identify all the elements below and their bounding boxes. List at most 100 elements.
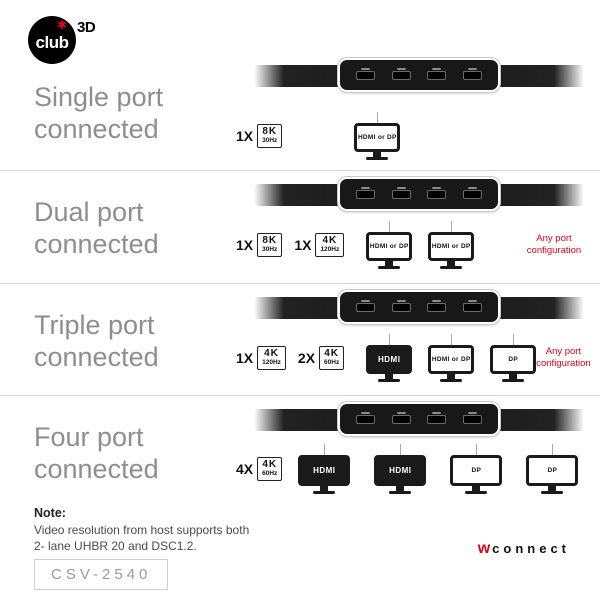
monitor-icon: HDMI	[374, 444, 427, 494]
logo-circle: ✱ club	[28, 16, 76, 64]
dock-port-icon	[391, 186, 411, 199]
resolution-badges: 4X 4K 60Hz	[236, 457, 283, 481]
wconnect-w-icon: w	[477, 540, 491, 557]
monitor-icon: DP	[526, 444, 579, 494]
monitor-icon: DP	[490, 334, 537, 382]
section-single-port: Single port connected 1X 8K 30Hz	[0, 0, 600, 170]
dock-port-highlight	[338, 290, 500, 324]
badge-count: 1X	[236, 237, 254, 253]
dock-port-icon	[391, 67, 411, 80]
monitor-stand	[447, 261, 456, 266]
dock-port-icon	[391, 299, 411, 312]
monitor-icon: HDMI or DP	[428, 221, 475, 269]
dock-port-icon	[427, 411, 447, 424]
monitor-icon: HDMI	[298, 444, 351, 494]
resolution-box: 4K 60Hz	[319, 346, 345, 370]
dock-graphic	[254, 58, 584, 94]
resolution-box: 4K 120Hz	[315, 233, 345, 257]
badge-count: 1X	[236, 350, 254, 366]
dock-port-icon	[391, 411, 411, 424]
refresh-rate-label: 30Hz	[262, 137, 278, 145]
dock-port-highlight	[338, 58, 500, 92]
resolution-badge: 2X 4K 60Hz	[297, 346, 345, 370]
connector-line	[376, 112, 378, 123]
club3d-logo: ✱ club 3D	[28, 16, 96, 64]
monitor-base	[440, 266, 463, 269]
monitor-base	[389, 491, 412, 494]
badge-count: 1X	[236, 128, 254, 144]
monitor-stand	[548, 486, 557, 491]
resolution-badge: 4X 4K 60Hz	[236, 457, 283, 481]
refresh-rate-label: 60Hz	[262, 470, 278, 478]
monitor-base	[465, 491, 488, 494]
monitor-icon: HDMI or DP	[428, 334, 475, 382]
connector-line	[323, 444, 325, 455]
monitor-label: HDMI	[374, 455, 427, 486]
connector-line	[512, 334, 514, 345]
monitor-icon: HDMI or DP	[354, 112, 401, 160]
connector-line	[388, 221, 390, 232]
monitor-icon: DP	[450, 444, 503, 494]
resolution-box: 8K 30Hz	[257, 124, 283, 148]
resolution-label: 4K	[322, 235, 338, 247]
dock-port-icon	[462, 411, 482, 424]
monitor-base	[440, 379, 463, 382]
dock-graphic	[254, 290, 584, 326]
section-detail-row: 1X 4K 120Hz 2X 4K 60Hz HDMI	[236, 334, 591, 382]
dock-port-icon	[356, 411, 376, 424]
monitor-label: HDMI or DP	[366, 232, 413, 261]
connector-line	[450, 334, 452, 345]
dock-graphic	[254, 402, 584, 438]
footer: Note: Video resolution from host support…	[0, 500, 600, 600]
dock-port-icon	[356, 67, 376, 80]
section-detail-row: 1X 8K 30Hz 1X 4K 120Hz HDMI	[236, 221, 590, 269]
resolution-badges: 1X 4K 120Hz 2X 4K 60Hz	[236, 346, 345, 370]
port-config-note: Any port configuration	[536, 345, 591, 369]
note-text-line2: 2- lane UHBR 20 and DSC1.2.	[34, 539, 197, 553]
dock-port-icon	[462, 186, 482, 199]
badge-count: 4X	[236, 461, 254, 477]
dock-port-icon	[427, 67, 447, 80]
connector-line	[475, 444, 477, 455]
wconnect-name: connect	[492, 541, 570, 556]
dock-port-icon	[356, 186, 376, 199]
connector-line	[388, 334, 390, 345]
logo-text: club	[35, 33, 69, 52]
resolution-box: 4K 120Hz	[257, 346, 286, 370]
monitor-group: HDMI or DP	[354, 112, 401, 160]
monitor-label: HDMI or DP	[428, 345, 475, 374]
refresh-rate-label: 120Hz	[320, 246, 340, 254]
monitor-stand	[385, 261, 394, 266]
connector-line	[399, 444, 401, 455]
dock-port-icon	[427, 186, 447, 199]
resolution-box: 8K 30Hz	[257, 233, 283, 257]
badge-count: 2X	[297, 350, 316, 366]
connector-line	[551, 444, 553, 455]
monitor-label: DP	[490, 345, 537, 374]
monitor-stand	[320, 486, 329, 491]
resolution-badge: 1X 8K 30Hz	[236, 124, 283, 148]
dock-port-icon	[356, 299, 376, 312]
monitor-icon: HDMI or DP	[366, 221, 413, 269]
monitor-icon: HDMI	[366, 334, 413, 382]
monitor-base	[313, 491, 336, 494]
monitor-group: HDMI HDMI or DP DP	[366, 334, 537, 382]
resolution-badges: 1X 8K 30Hz	[236, 124, 283, 148]
monitor-label: DP	[526, 455, 579, 486]
monitor-stand	[447, 374, 456, 379]
monitor-stand	[396, 486, 405, 491]
model-number-badge: CSV-2540	[34, 559, 169, 590]
monitor-stand	[509, 374, 518, 379]
monitor-group: HDMI HDMI DP DP	[298, 444, 579, 494]
monitor-label: HDMI	[298, 455, 351, 486]
resolution-badge: 1X 8K 30Hz	[236, 233, 283, 257]
connector-line	[450, 221, 452, 232]
monitor-group: HDMI or DP HDMI or DP	[366, 221, 475, 269]
resolution-label: 8K	[262, 235, 278, 247]
monitor-label: HDMI	[366, 345, 413, 374]
dock-port-icon	[462, 67, 482, 80]
badge-count: 1X	[294, 237, 312, 253]
port-config-note: Any port configuration	[526, 232, 582, 256]
resolution-badge: 1X 4K 120Hz	[236, 346, 286, 370]
refresh-rate-label: 30Hz	[262, 246, 278, 254]
